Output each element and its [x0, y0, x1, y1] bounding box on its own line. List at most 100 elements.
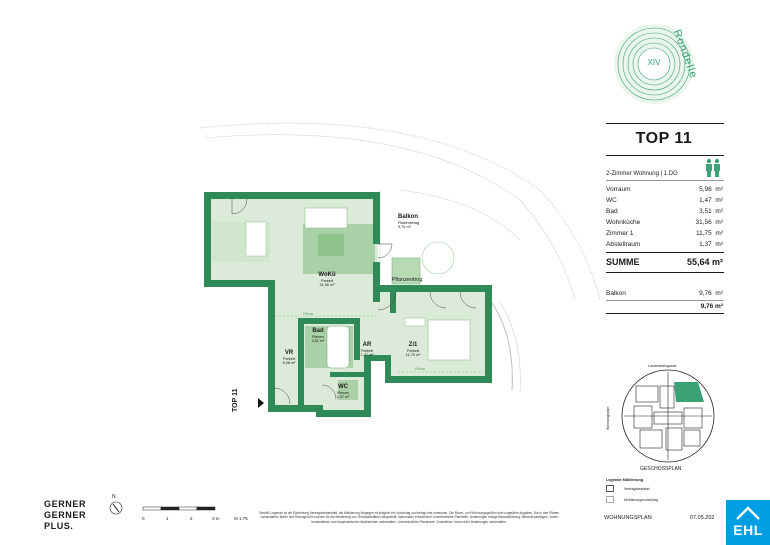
room-row-label: Vorraum: [606, 186, 631, 193]
keyplan-highlighted-unit: [674, 382, 704, 402]
floor-plan: WoKü Parkett 31,56 m² Balkon Plattenbela…: [199, 122, 601, 417]
entry-arrow: [258, 398, 264, 408]
room-floor: Parkett: [360, 348, 374, 353]
ehl-logo: EHL: [726, 500, 770, 545]
nightstand: [404, 317, 426, 327]
balkon-value: 9,76: [699, 290, 712, 297]
room-row-unit: m²: [715, 230, 723, 237]
unit-tag-vertical: TOP 11: [232, 388, 239, 412]
room-row-label: Wohnküche: [606, 219, 641, 226]
unit-info-panel: TOP 11 2-Zimmer Wohnung | 1.DG Vorraum 5…: [598, 0, 770, 545]
scale-tick-2: 2: [190, 516, 193, 521]
emblem-rings: [614, 24, 694, 104]
legend-title: Legende Möblierung: [606, 478, 644, 482]
room-name: VR: [284, 350, 294, 356]
room-area: 11,75 m²: [405, 353, 421, 358]
wc-area: [338, 380, 358, 400]
room-row-unit: m²: [715, 219, 723, 226]
room-name: Balkon: [398, 214, 419, 220]
curved-railing-upper: [399, 189, 521, 241]
scale-tick-1: 1: [166, 516, 169, 521]
balkon-total-rule: [606, 313, 724, 314]
keyplan-caption: GESCHOSSPLAN: [640, 466, 682, 472]
room-floor: Fliesen: [336, 390, 350, 395]
scale-bar: [142, 506, 216, 511]
room-label-bad: Bad Fliesen 3,51 m²: [304, 328, 332, 344]
room-row-value: 3,51: [699, 208, 712, 215]
apartment-floor: [210, 198, 485, 412]
room-area: 9,76 m²: [398, 225, 411, 230]
keyplan-circle: [621, 369, 715, 463]
scale-tick-3: 3 m: [212, 516, 220, 521]
bathtub: [326, 325, 350, 369]
keyplan-top-label: Laudenwarkgasse: [648, 364, 677, 368]
room-label-zi1: Zi1 Parkett 11,75 m²: [398, 342, 428, 358]
room-row-label: WC: [606, 197, 617, 204]
logo-line-1: GERNER: [44, 499, 87, 509]
door-swings: [231, 198, 477, 405]
planter-label: Pflanzentrog: [391, 277, 423, 283]
room-row-value: 31,56: [695, 219, 712, 226]
room-label-vr: VR Parkett 5,98 m²: [276, 350, 302, 366]
balkon-rule: [606, 300, 724, 301]
scale-ratio: M 1:75: [234, 516, 248, 521]
curved-railing-lower: [489, 299, 513, 391]
scale-tick-0: 0: [142, 516, 145, 521]
room-label-wc: WC Fliesen 1,47 m²: [330, 384, 356, 400]
balkon-unit: m²: [715, 290, 723, 297]
room-row-label: Zimmer 1: [606, 230, 634, 237]
room-area: 31,56 m²: [319, 283, 335, 288]
legend-item-vertrag: Vertragsbestand: [624, 487, 650, 491]
doc-label: WOHNUNGSPLAN: [604, 515, 652, 521]
room-row-value: 1,47: [699, 197, 712, 204]
sofa: [304, 207, 348, 229]
legend-item-moeblierung: Möblierungsvorschlag: [624, 498, 659, 502]
room-area: 5,98 m²: [282, 361, 296, 366]
subtitle-rule: [606, 180, 724, 181]
floor-plan-drawing: [199, 122, 601, 417]
room-floor: Parkett: [406, 348, 420, 353]
room-row-label: Bad: [606, 208, 618, 215]
room-label-woku: WoKü Parkett 31,56 m²: [306, 272, 348, 288]
emblem-number: XIV: [647, 58, 661, 67]
room-name: Zi1: [408, 342, 418, 348]
logo-line-2: GERNER: [44, 510, 87, 520]
coffee-table: [318, 234, 344, 256]
room-name: Bad: [312, 328, 324, 334]
legend-swatch-vertrag: [606, 485, 614, 492]
keyplan-side-label: Wohnungsplan: [606, 406, 610, 430]
klima-label-room: Klima: [415, 366, 426, 371]
walls: [204, 192, 492, 417]
curved-terrace-inner-line: [203, 134, 576, 301]
title-rule-top: [606, 123, 724, 124]
logo-line-3: PLUS.: [44, 521, 74, 531]
doc-date: 07.05.202: [690, 515, 715, 521]
room-row-value: 5,98: [699, 186, 712, 193]
room-floor: Fliesen: [311, 334, 325, 339]
room-area: 1,37 m²: [360, 353, 374, 358]
dining-table: [245, 221, 267, 257]
north-arrow-icon: [109, 501, 123, 515]
unit-subtitle: 2-Zimmer Wohnung | 1.DG: [606, 171, 678, 177]
room-floor: Parkett: [282, 356, 296, 361]
legend-swatch-moeblierung: [606, 496, 614, 503]
room-name: WC: [338, 384, 348, 390]
curved-terrace-outline: [199, 122, 601, 301]
room-label-balkon: Balkon Plattenbelag 9,76 m²: [398, 214, 438, 230]
planter: [391, 257, 421, 285]
room-row-unit: m²: [715, 208, 723, 215]
room-name: AR: [362, 342, 372, 348]
room-row-unit: m²: [715, 186, 723, 193]
sum-rule-bottom: [606, 272, 724, 273]
legal-disclaimer: Gemäß Legende ist die Einrichtung Vertra…: [258, 511, 560, 524]
room-name: WoKü: [318, 272, 336, 278]
persons-icon: [706, 158, 720, 177]
balcony-table: [421, 241, 455, 275]
north-label: N: [112, 494, 116, 500]
klima-label-main: Klima: [303, 311, 314, 316]
sum-rule-top: [606, 252, 724, 253]
room-label-pflanzentrog: Pflanzentrog: [386, 277, 428, 283]
sum-label: SUMME: [606, 257, 640, 267]
room-row-label: Abstellraum: [606, 241, 641, 248]
room-row-unit: m²: [715, 241, 723, 248]
